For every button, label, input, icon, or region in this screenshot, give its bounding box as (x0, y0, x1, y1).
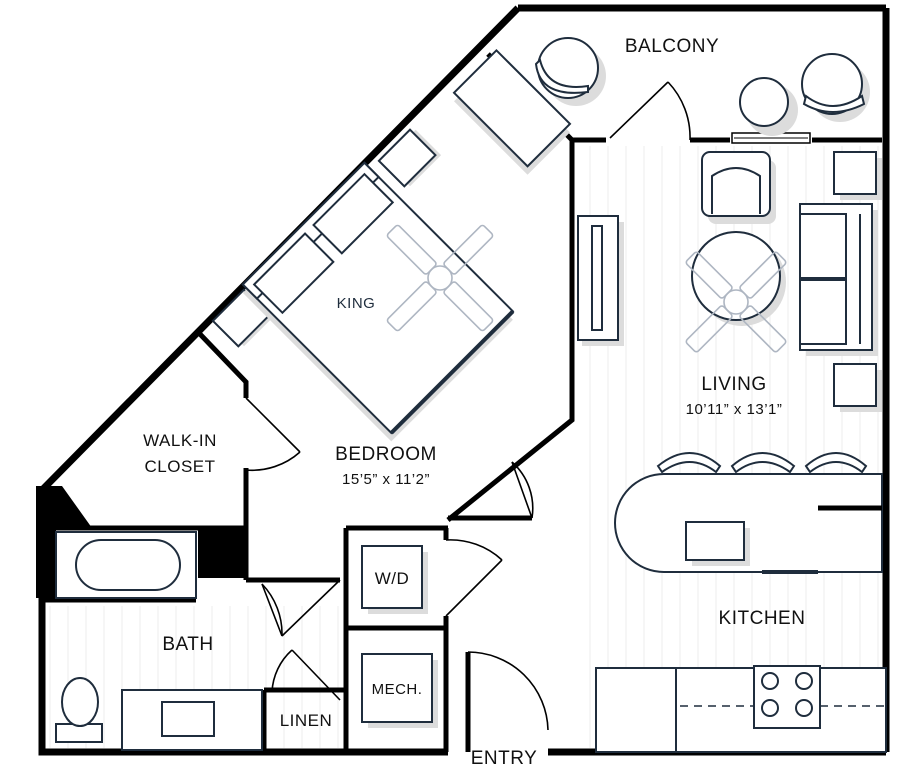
living-furniture (577, 151, 882, 412)
bath-label: BATH (162, 634, 213, 655)
bedroom-furniture (211, 48, 572, 442)
balcony-label: BALCONY (625, 36, 719, 57)
kitchen-label: KITCHEN (719, 608, 806, 629)
bedroom-dims-label: 15’5” x 11’2” (342, 471, 430, 488)
interior-walls (42, 140, 575, 752)
bedroom-label: BEDROOM (335, 444, 437, 465)
kitchen-fixtures (595, 452, 887, 753)
closet-label-line1: WALK-IN (143, 431, 217, 450)
room-labels: BALCONY LIVING 10’11” x 13’1” KING BEDRO… (143, 36, 805, 768)
living-dims-label: 10’11” x 13’1” (686, 401, 783, 418)
linen-label: LINEN (280, 711, 333, 730)
bath-fixtures (55, 531, 263, 751)
entry-label: ENTRY (471, 748, 538, 768)
balcony-furniture (534, 37, 870, 136)
king-bed-label: KING (337, 295, 376, 312)
washer-dryer-label: W/D (375, 569, 410, 588)
closet-label-line2: CLOSET (144, 457, 215, 476)
utility-boxes (361, 545, 438, 728)
living-floor (589, 146, 879, 748)
living-label: LIVING (701, 374, 766, 395)
mech-label: MECH. (372, 681, 423, 698)
